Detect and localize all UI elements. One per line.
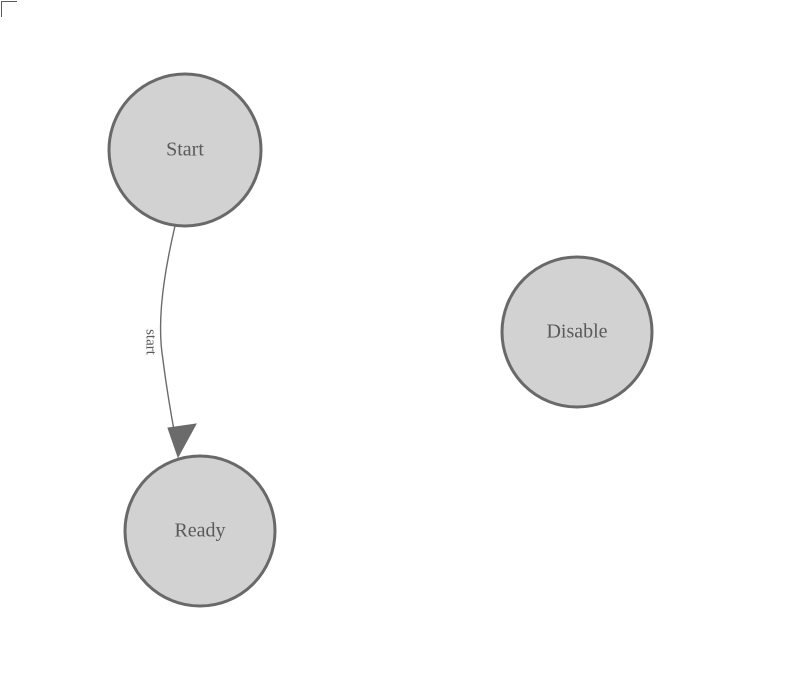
node-start-label: Start: [166, 139, 204, 161]
edge-arrowhead-icon: [167, 423, 197, 459]
node-disable-circle: [500, 255, 654, 409]
node-disable[interactable]: Disable: [500, 255, 654, 409]
node-ready[interactable]: Ready: [123, 454, 277, 608]
crop-corner-mark-horizontal: [1, 1, 17, 2]
node-ready-label: Ready: [174, 520, 225, 542]
node-ready-circle: [123, 454, 277, 608]
node-start[interactable]: Start: [107, 72, 263, 228]
crop-corner-mark-vertical: [1, 1, 2, 17]
edge-start-to-ready[interactable]: start: [143, 225, 197, 459]
node-group: Start Ready Disable: [107, 72, 654, 608]
edge-group: start: [143, 225, 197, 459]
node-start-circle: [107, 72, 263, 228]
node-disable-label: Disable: [546, 321, 607, 343]
edge-line: [159, 225, 179, 453]
edge-label-start: start: [143, 329, 159, 356]
